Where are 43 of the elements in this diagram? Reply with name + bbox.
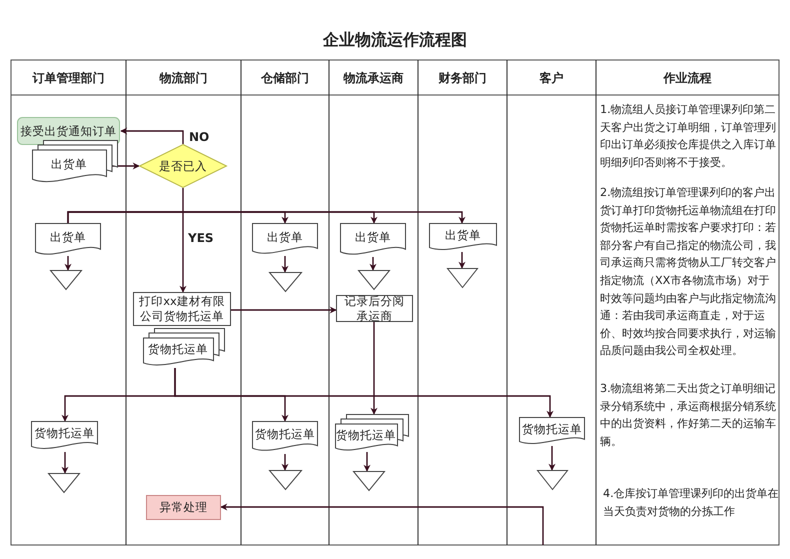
lane-header: 物流部门	[158, 70, 208, 87]
diagram-title: 企业物流运作流程图	[322, 30, 468, 51]
process-note: 2.物流组按订单管理课列印的客户出货订单打印货物托运单物流组在打印货物托运单时需按客户要求打印：若部分客户有自己指定的物流公司，我司承运商只需将货物从工厂转交客户指定物流（XX市各物流市场）对于时效等问题均由客户与此指定物流沟通：若由我司承运商直走，对于运价、时效均按合同要求执行，对运输品质问题由我公司全权处理。	[600, 185, 777, 360]
lane-header: 客户	[538, 70, 564, 87]
arrow	[364, 452, 370, 472]
arrow	[180, 188, 186, 293]
arrow	[64, 256, 72, 271]
process-note: 1.物流组人员接订单管理课列印第二天客户出货之订单明细，订单管理列印出订单必须按仓库提供之入库订单明细列印否则将不于接受。	[600, 102, 777, 171]
arrow	[120, 128, 184, 144]
process-box: 打印xx建材有限公司货物托运单	[133, 292, 231, 326]
arrow	[370, 322, 378, 415]
process-note: 3.物流组将第二天出货之订单明细记录分销系统中，承运商根据分销系统中的出货资料，作好第二天的运输车辆。	[600, 381, 777, 450]
triangle-symbol	[358, 270, 390, 290]
triangle-symbol	[48, 473, 80, 493]
triangle-symbol	[447, 268, 478, 288]
lane-header: 作业流程	[662, 70, 712, 87]
edge-label: YES	[187, 231, 215, 245]
triangle-symbol	[269, 470, 302, 490]
lane-header: 财务部门	[438, 70, 488, 87]
arrow	[174, 368, 554, 418]
arrow	[231, 306, 337, 314]
lane-header: 仓储部门	[260, 70, 310, 87]
decision-diamond: 是否已入	[139, 144, 227, 188]
arrow	[282, 454, 288, 471]
arrow	[548, 446, 556, 471]
lane-header: 订单管理部门	[31, 70, 106, 87]
arrow	[282, 256, 288, 273]
process-box: 记录后分阅承运商	[336, 295, 413, 322]
process-note: 4.仓库按订单管理课列印的出货单在当天负责对货物的分拣工作	[603, 486, 780, 520]
triangle-symbol	[269, 272, 302, 292]
arrow	[67, 211, 466, 224]
arrow	[220, 504, 544, 545]
lane-header: 物流承运商	[342, 70, 404, 87]
process-box: 异常处理	[146, 495, 221, 520]
process-box: 接受出货通知订单	[17, 117, 120, 145]
arrow	[370, 257, 376, 271]
arrow	[112, 162, 140, 170]
edge-label: NO	[188, 130, 210, 144]
triangle-symbol	[353, 471, 385, 491]
arrow	[62, 452, 68, 474]
triangle-symbol	[50, 270, 82, 290]
arrow	[458, 252, 466, 269]
triangle-symbol	[537, 470, 568, 490]
